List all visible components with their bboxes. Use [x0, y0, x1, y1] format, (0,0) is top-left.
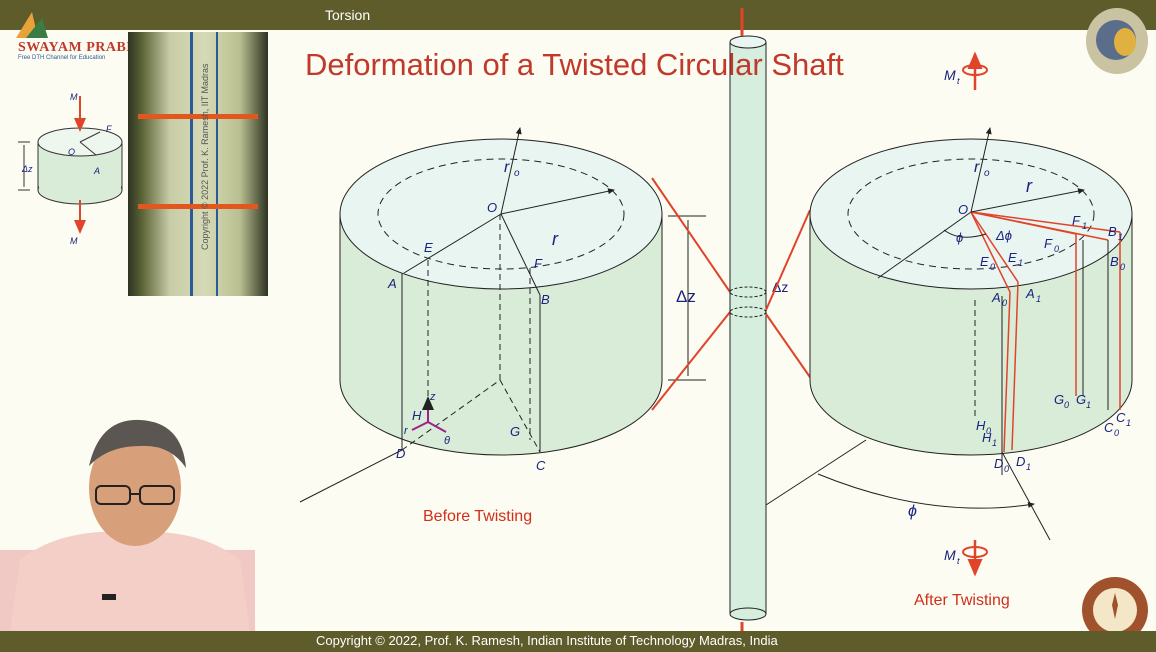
- left-dz-label: Δz: [676, 287, 696, 306]
- logo-name: SWAYAM PRABHA: [18, 40, 149, 55]
- right-e1: E: [1008, 250, 1017, 265]
- inset-a: A: [93, 166, 100, 176]
- right-g1: G: [1076, 392, 1086, 407]
- shaft-photo: [128, 32, 268, 296]
- right-h1-sub: 1: [992, 438, 997, 448]
- right-o: O: [958, 202, 968, 217]
- left-c: C: [536, 458, 546, 473]
- right-a1-sub: 1: [1036, 294, 1041, 304]
- right-f1: F: [1072, 213, 1081, 228]
- right-f0-sub: 0: [1054, 244, 1059, 254]
- right-cylinder: [765, 127, 1133, 541]
- right-h1: H: [982, 430, 992, 445]
- left-b: B: [541, 292, 550, 307]
- swayam-prabha-logo: [12, 8, 130, 64]
- right-dphi: Δϕ: [995, 228, 1012, 243]
- left-ro: r: [504, 159, 510, 176]
- right-d0: D: [994, 456, 1003, 471]
- right-a0: A: [991, 290, 1001, 305]
- right-g0-sub: 0: [1064, 400, 1069, 410]
- right-ro-sub: o: [984, 168, 990, 179]
- iit-madras-logo: [1080, 575, 1150, 645]
- left-axis-r: r: [404, 425, 409, 437]
- left-d: D: [396, 446, 405, 461]
- inset-f: F: [106, 124, 112, 134]
- right-c0: C: [1104, 420, 1114, 435]
- moment-top: [962, 51, 988, 90]
- shaft-dz-label: Δz: [772, 279, 788, 295]
- left-ro-sub: o: [514, 168, 520, 179]
- right-phi: ϕ: [956, 230, 963, 245]
- caption-before: Before Twisting: [423, 508, 533, 525]
- right-d1-sub: 1: [1026, 462, 1031, 472]
- right-d0-sub: 0: [1004, 464, 1009, 474]
- right-b1: B: [1108, 224, 1117, 239]
- inset-cylinder: [18, 96, 123, 234]
- right-h0: H: [976, 418, 986, 433]
- right-b0-sub: 0: [1120, 262, 1125, 272]
- moment-bottom: [962, 540, 988, 577]
- right-e0: E: [980, 254, 989, 269]
- right-f1-sub: 1: [1082, 221, 1087, 231]
- left-cylinder: [299, 127, 663, 503]
- inset-dz: Δz: [21, 164, 33, 174]
- left-o: O: [487, 200, 497, 215]
- right-phi-bottom: ϕ: [908, 503, 917, 520]
- left-f: F: [534, 256, 543, 271]
- right-g0: G: [1054, 392, 1064, 407]
- lamp-icon: [16, 12, 48, 38]
- right-c0-sub: 0: [1114, 428, 1119, 438]
- left-g: G: [510, 424, 520, 439]
- bottom-bar: Copyright © 2022, Prof. K. Ramesh, India…: [0, 631, 1156, 652]
- moment-bottom-sub: t: [957, 556, 960, 566]
- moment-bottom-label: M: [944, 547, 956, 563]
- right-c1: C: [1116, 410, 1126, 425]
- left-axis-z: z: [429, 391, 436, 403]
- right-f0: F: [1044, 236, 1053, 251]
- central-shaft: [729, 8, 767, 650]
- right-a1: A: [1025, 286, 1035, 301]
- left-h: H: [412, 408, 422, 423]
- inset-mt-top: M: [70, 92, 78, 102]
- presenter-video: [0, 410, 255, 631]
- inset-mt-bottom: M: [70, 236, 78, 246]
- moment-top-sub: t: [957, 76, 960, 86]
- right-e1-sub: 1: [1018, 258, 1023, 268]
- caption-after: After Twisting: [914, 592, 1010, 609]
- left-e: E: [424, 240, 433, 255]
- right-b1-sub: 1: [1118, 232, 1123, 242]
- course-logo: [1086, 8, 1148, 74]
- inset-o: O: [68, 147, 75, 157]
- left-a: A: [387, 276, 397, 291]
- right-g1-sub: 1: [1086, 400, 1091, 410]
- slide-title: Deformation of a Twisted Circular Shaft: [305, 47, 844, 82]
- right-b0: B: [1110, 254, 1119, 269]
- lecture-topic: Torsion: [325, 7, 371, 23]
- right-e0-sub: 0: [990, 262, 995, 272]
- right-ro: r: [974, 159, 980, 176]
- right-d1: D: [1016, 454, 1025, 469]
- moment-top-label: M: [944, 67, 956, 83]
- footer-copyright: Copyright © 2022, Prof. K. Ramesh, India…: [316, 633, 778, 648]
- left-dz-dimension: [651, 177, 731, 411]
- right-a0-sub: 0: [1002, 298, 1007, 308]
- logo-tagline: Free DTH Channel for Education: [18, 55, 106, 61]
- right-r: r: [1026, 176, 1033, 196]
- right-h0-sub: 0: [986, 426, 991, 436]
- right-c1-sub: 1: [1126, 418, 1131, 428]
- left-axis-theta: θ: [444, 435, 450, 447]
- top-bar: Torsion: [0, 0, 1156, 30]
- left-r: r: [552, 229, 559, 249]
